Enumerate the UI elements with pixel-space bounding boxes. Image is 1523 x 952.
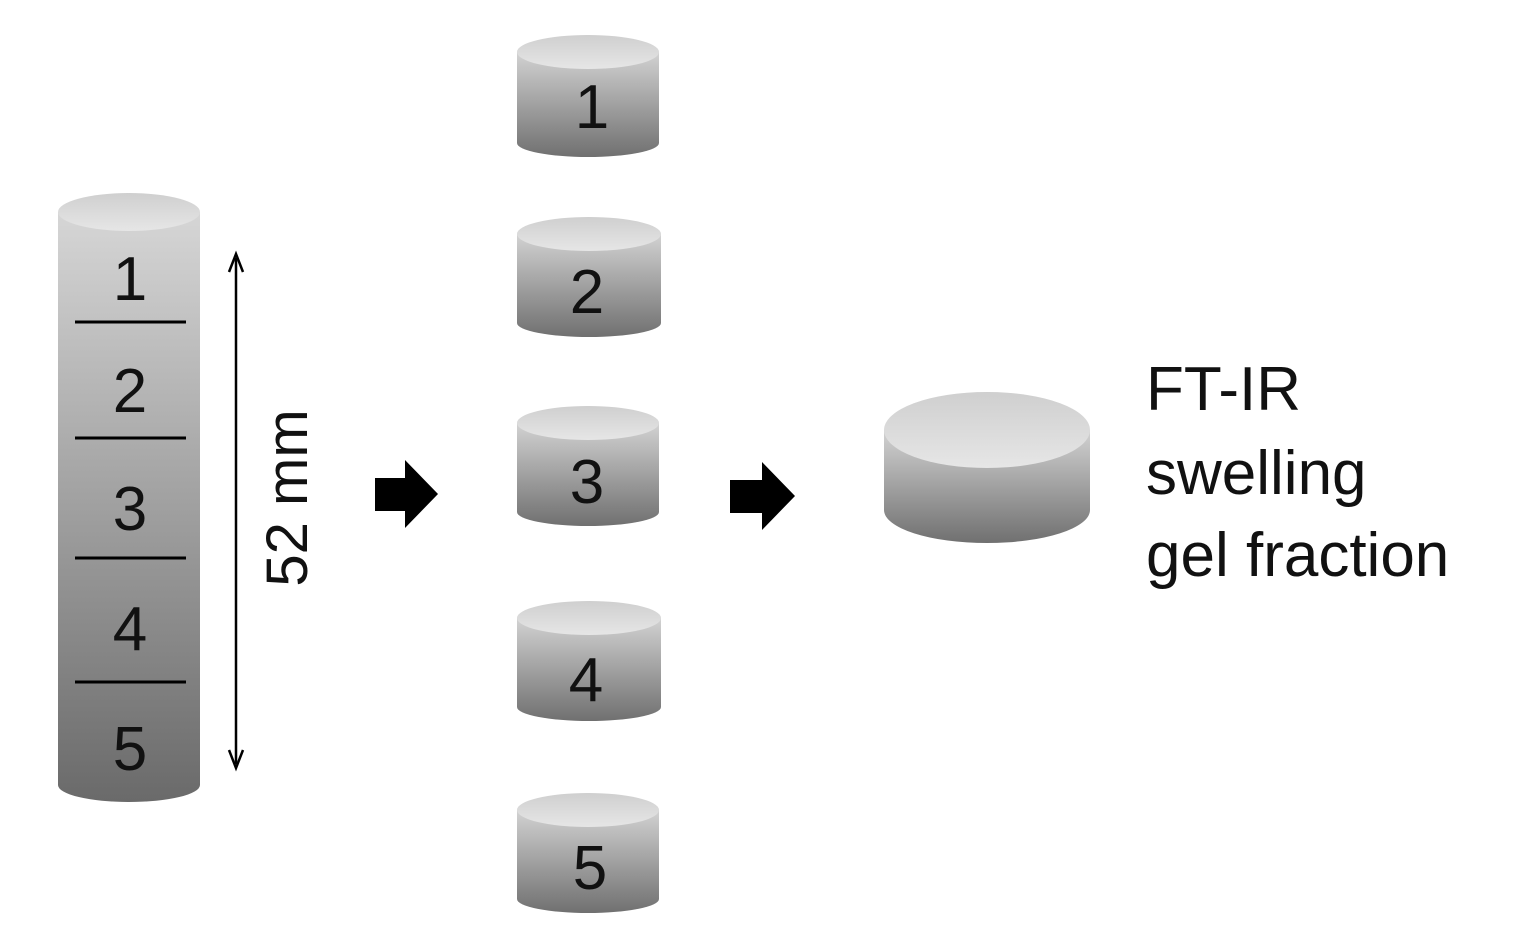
cylinder-section-label: 5 bbox=[113, 715, 147, 784]
cylinder-section-label: 1 bbox=[113, 245, 147, 314]
cylinder-section-label: 4 bbox=[113, 595, 147, 664]
analysis-methods: FT-IR swelling gel fraction bbox=[1146, 355, 1449, 590]
right-arrow-icon bbox=[730, 462, 795, 530]
slice-disk: 3 bbox=[517, 406, 659, 526]
cylinder-section-label: 3 bbox=[113, 475, 147, 544]
arrowhead-down-icon bbox=[227, 749, 245, 772]
slice-disk: 4 bbox=[517, 601, 661, 721]
right-arrow-icon bbox=[375, 460, 438, 528]
slice-disk: 2 bbox=[517, 217, 661, 337]
analysis-line: swelling bbox=[1146, 439, 1367, 508]
slice-label: 1 bbox=[575, 73, 609, 142]
arrowhead-up-icon bbox=[227, 250, 245, 273]
slice-label: 2 bbox=[570, 258, 604, 327]
slice-label: 3 bbox=[570, 448, 604, 517]
analysis-line: FT-IR bbox=[1146, 355, 1301, 424]
slice-label: 4 bbox=[569, 646, 603, 715]
slice-disk: 5 bbox=[517, 793, 659, 913]
cylinder-top bbox=[58, 193, 200, 231]
cylinder-section-label: 2 bbox=[113, 357, 147, 426]
sample-cylinder: 1 2 3 4 5 bbox=[58, 193, 200, 802]
length-dimension: 52 mm bbox=[227, 250, 320, 772]
slice-disk: 1 bbox=[517, 35, 659, 157]
analysis-disk bbox=[884, 392, 1090, 543]
analysis-line: gel fraction bbox=[1146, 521, 1449, 590]
slice-label: 5 bbox=[573, 834, 607, 903]
cylinder-body bbox=[58, 212, 200, 802]
length-label: 52 mm bbox=[255, 409, 320, 586]
